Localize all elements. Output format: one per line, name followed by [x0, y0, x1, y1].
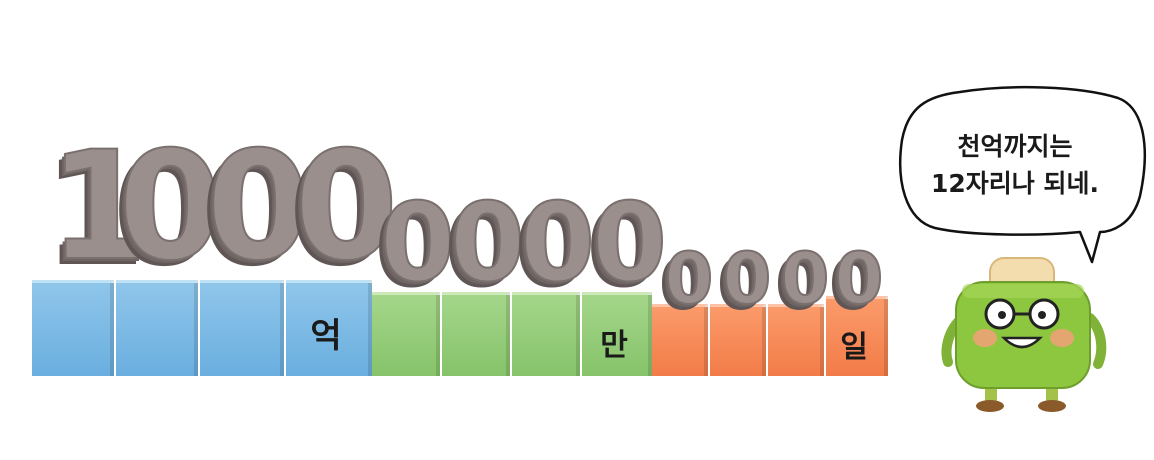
il-digit-1: 0 — [664, 238, 715, 320]
man-block-2 — [442, 292, 510, 376]
speech-bubble-text: 천억까지는 12자리나 되네. — [915, 128, 1115, 202]
il-block-4 — [826, 296, 888, 376]
man-digit-2: 0 — [449, 181, 526, 306]
man-block-3 — [512, 292, 580, 376]
speech-line-1: 천억까지는 — [957, 132, 1073, 161]
man-digit-4: 0 — [591, 181, 668, 306]
eok-block-1 — [32, 280, 114, 376]
eok-unit-label: 억 — [310, 316, 342, 356]
eok-digit-3: 0 — [205, 120, 311, 294]
man-block-1 — [372, 292, 440, 376]
man-digit-3: 0 — [519, 181, 596, 306]
il-digit-3: 0 — [780, 238, 831, 320]
man-block-4 — [582, 292, 652, 376]
il-unit-label: 일 — [840, 330, 868, 365]
il-digit-4: 0 — [834, 238, 885, 320]
eok-block-2 — [116, 280, 198, 376]
eok-block-3 — [200, 280, 284, 376]
eok-digit-2: 0 — [117, 120, 223, 294]
speech-line-2: 12자리나 되네. — [931, 169, 1099, 198]
man-unit-label: 만 — [600, 328, 628, 363]
eok-block-4 — [286, 280, 372, 376]
il-digit-2: 0 — [722, 238, 773, 320]
il-block-1 — [652, 304, 708, 376]
man-digit-1: 0 — [379, 181, 456, 306]
eok-digit-4: 0 — [293, 120, 399, 294]
il-block-2 — [710, 304, 766, 376]
il-block-3 — [768, 304, 824, 376]
